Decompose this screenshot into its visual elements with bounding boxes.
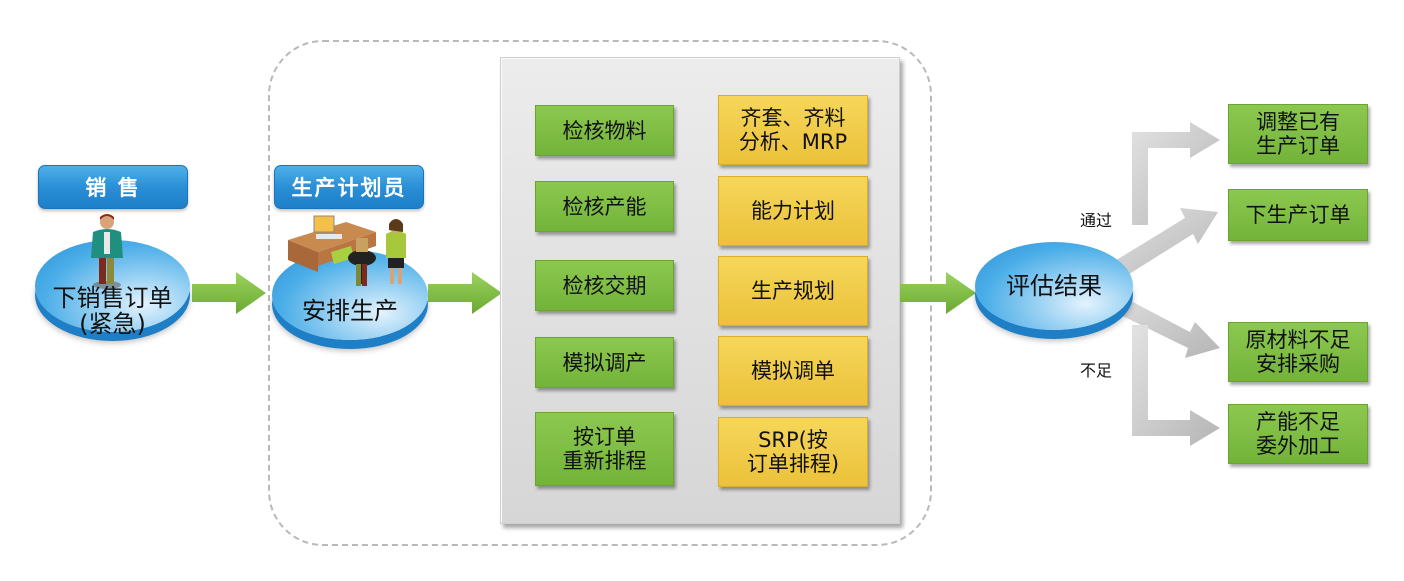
adjust-existing-order-box: 调整已有 生产订单 xyxy=(1228,104,1368,164)
check-capacity-label: 检核产能 xyxy=(562,194,647,219)
check-capacity-box: 检核产能 xyxy=(535,181,674,232)
planner-role-label: 生产计划员 xyxy=(274,165,424,209)
pass-label: 通过 xyxy=(1080,211,1113,230)
issue-production-order-label: 下生产订单 xyxy=(1245,203,1351,227)
kitting-mrp-line2: 分析、MRP xyxy=(738,130,848,154)
outsource-processing-box: 产能不足 委外加工 xyxy=(1228,404,1368,464)
production-planning-box: 生产规划 xyxy=(718,256,868,326)
production-planning-label: 生产规划 xyxy=(751,279,835,303)
check-materials-label: 检核物料 xyxy=(562,118,647,143)
evaluation-disc-text: 评估结果 xyxy=(1006,272,1102,300)
adjust-line2: 生产订单 xyxy=(1256,134,1340,158)
check-materials-box: 检核物料 xyxy=(535,105,674,156)
kitting-mrp-box: 齐套、齐料 分析、MRP xyxy=(718,95,868,165)
sales-disc-line1: 下销售订单 xyxy=(52,284,173,312)
planner-office-icon xyxy=(288,215,406,286)
evaluation-disc xyxy=(975,242,1133,330)
arrow-sales-to-planner-icon xyxy=(192,272,266,314)
sales-disc-text: 下销售订单 (紧急) xyxy=(35,285,190,337)
sales-disc-line2: (紧急) xyxy=(79,310,146,338)
srp-line2: 订单排程) xyxy=(746,452,840,476)
reschedule-by-order-box: 按订单 重新排程 xyxy=(535,412,674,486)
arrow-checks-to-evaluation-icon xyxy=(900,272,976,314)
simulate-production-label: 模拟调产 xyxy=(562,350,647,375)
sales-role-label: 销 售 xyxy=(38,165,188,209)
purchase-line1: 原材料不足 xyxy=(1245,328,1351,352)
insufficient-label: 不足 xyxy=(1080,361,1113,380)
salesperson-icon xyxy=(91,214,123,289)
srp-scheduling-box: SRP(按 订单排程) xyxy=(718,417,868,487)
outsource-line1: 产能不足 xyxy=(1256,410,1340,434)
kitting-mrp-line1: 齐套、齐料 xyxy=(740,106,846,130)
arrow-planner-to-checks-icon xyxy=(428,272,502,314)
srp-line1: SRP(按 xyxy=(758,428,828,452)
reschedule-line1: 按订单 xyxy=(573,425,636,449)
simulate-order-label: 模拟调单 xyxy=(751,359,835,383)
adjust-line1: 调整已有 xyxy=(1256,110,1340,134)
check-delivery-box: 检核交期 xyxy=(535,260,674,311)
issue-production-order-box: 下生产订单 xyxy=(1228,189,1368,241)
reschedule-line2: 重新排程 xyxy=(562,449,647,473)
purchase-line2: 安排采购 xyxy=(1256,352,1340,376)
simulate-production-box: 模拟调产 xyxy=(535,337,674,388)
simulate-order-box: 模拟调单 xyxy=(718,336,868,406)
check-delivery-label: 检核交期 xyxy=(562,273,647,298)
sales-role-text: 销 售 xyxy=(85,176,141,200)
arrange-purchase-box: 原材料不足 安排采购 xyxy=(1228,322,1368,382)
branch-arrows-icon xyxy=(1100,122,1220,446)
planner-role-text: 生产计划员 xyxy=(291,176,407,200)
capacity-planning-label: 能力计划 xyxy=(751,199,835,223)
outsource-line2: 委外加工 xyxy=(1256,434,1340,458)
capacity-planning-box: 能力计划 xyxy=(718,176,868,246)
planner-disc-text: 安排生产 xyxy=(302,297,398,325)
